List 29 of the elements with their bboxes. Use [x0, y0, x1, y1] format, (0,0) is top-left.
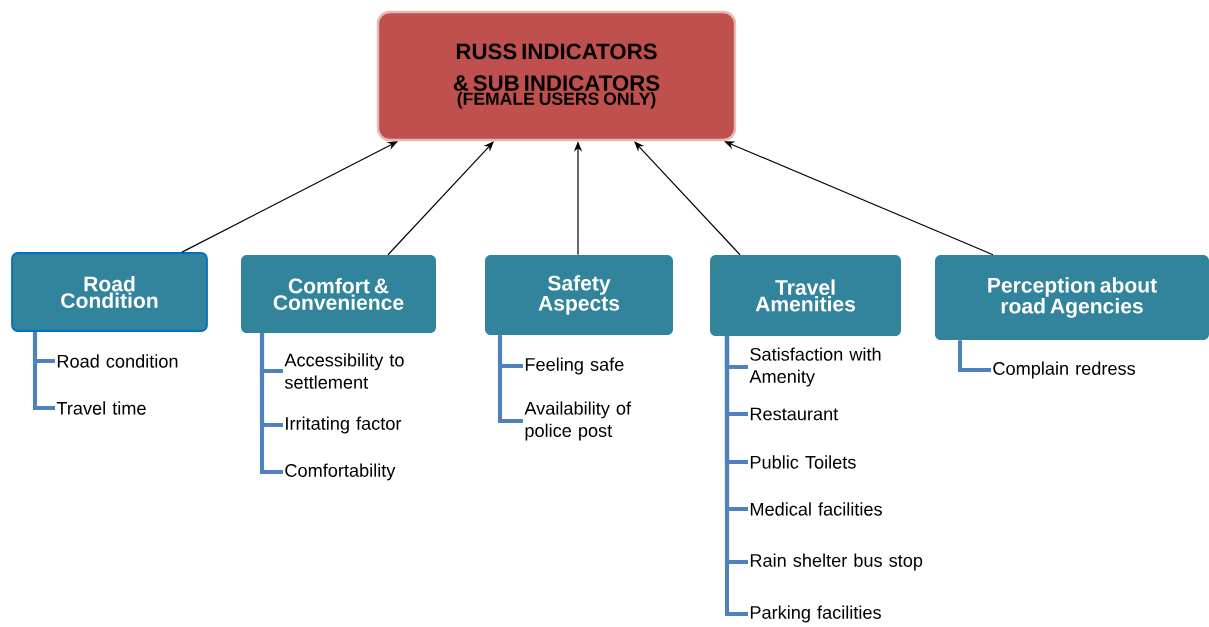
item-text: Satisfaction with Amenity	[749, 347, 881, 387]
item-text: Road condition	[57, 354, 178, 368]
item-text: Comfortability	[285, 463, 396, 481]
item-text: Rain shelter bus stop	[750, 553, 923, 571]
item-text: Complain redress	[993, 361, 1135, 379]
item-text: Medical facilities	[750, 502, 882, 516]
item-text: Parking facilities	[750, 605, 881, 623]
tree-line	[497, 335, 523, 424]
arrow	[724, 141, 994, 256]
tree-line	[32, 331, 55, 411]
item-text: Public Toilets	[750, 455, 856, 469]
arrow	[387, 141, 494, 256]
item-text: Availability of police post	[524, 401, 632, 441]
tree-line	[724, 336, 748, 617]
category-box: Comfort & Convenience	[241, 255, 436, 333]
tree-line	[259, 333, 283, 475]
title-box: RUSS INDICATORS & SUB INDICATORS (FEMALE USERS ONLY)	[376, 10, 737, 142]
category-box: Travel Amenities	[710, 255, 901, 336]
item-text: Travel time	[56, 401, 146, 415]
item-text: Accessibility to settlement	[284, 353, 404, 389]
tree-line	[957, 340, 991, 373]
item-text: Restaurant	[750, 407, 839, 421]
item-text: Feeling safe	[525, 357, 624, 375]
arrow	[181, 141, 398, 253]
category-box: Safety Aspects	[485, 255, 673, 335]
item-text: Irritating factor	[286, 416, 402, 434]
arrow	[634, 141, 741, 256]
category-box: Perception about road Agencies	[935, 255, 1209, 340]
category-box: Road Condition	[11, 252, 208, 332]
